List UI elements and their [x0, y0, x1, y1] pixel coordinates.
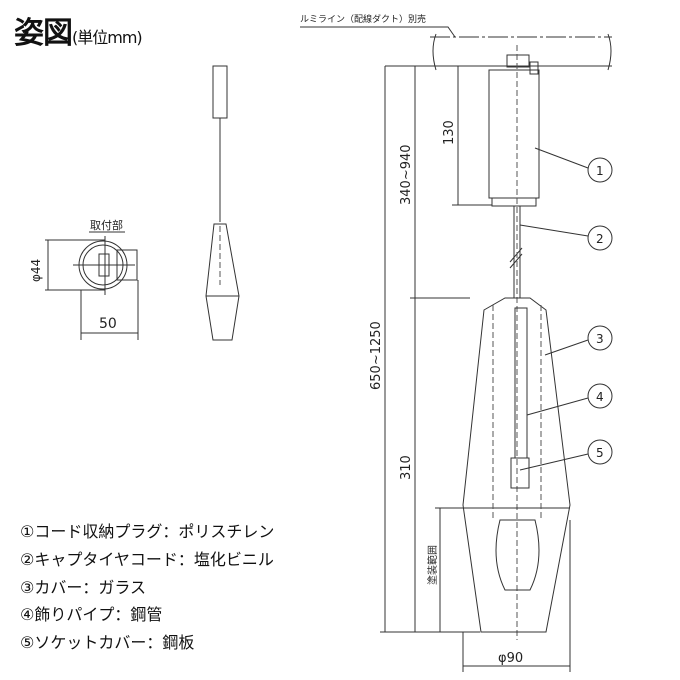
callout-1: 1 — [596, 164, 604, 178]
dim-h310: 310 — [399, 455, 414, 480]
dim-paint-range: 塗装範囲 — [426, 545, 439, 585]
dim-h650-1250: 650~1250 — [369, 321, 384, 390]
callout-4: 4 — [596, 390, 604, 404]
dim-h130: 130 — [442, 120, 457, 145]
page-title: 姿図(単位mm) — [14, 8, 143, 52]
legend-item-3: ③カバー：ガラス — [20, 578, 147, 597]
small-fixture-view — [205, 65, 240, 341]
dim-h340-940: 340~940 — [399, 144, 414, 205]
mount-label: 取付部 — [90, 218, 123, 232]
dim-w50: 50 — [99, 316, 117, 332]
legend-item-4: ④飾りパイプ：鋼管 — [20, 605, 163, 624]
callout-2: 2 — [596, 232, 604, 246]
dim-dia44: φ44 — [29, 259, 43, 282]
legend-item-2: ②キャプタイヤコード：塩化ビニル — [20, 550, 274, 569]
dim-dia90: φ90 — [498, 651, 523, 666]
callout-3: 3 — [596, 332, 604, 346]
legend-item-5: ⑤ソケットカバー：鋼板 — [20, 633, 195, 652]
duct-note: ルミライン（配線ダクト）別売 — [300, 13, 426, 25]
callouts: 1 2 3 4 5 — [519, 147, 613, 471]
unit-label: (単位mm) — [72, 28, 143, 47]
title-text: 姿図 — [14, 16, 73, 51]
legend-item-1: ①コード収納プラグ：ポリスチレン — [20, 522, 275, 541]
callout-5: 5 — [596, 446, 604, 460]
mount-view: 取付部 φ44 50 — [29, 218, 139, 340]
main-elevation: ルミライン（配線ダクト）別売 650~1250 340~940 310 130 … — [300, 13, 612, 672]
